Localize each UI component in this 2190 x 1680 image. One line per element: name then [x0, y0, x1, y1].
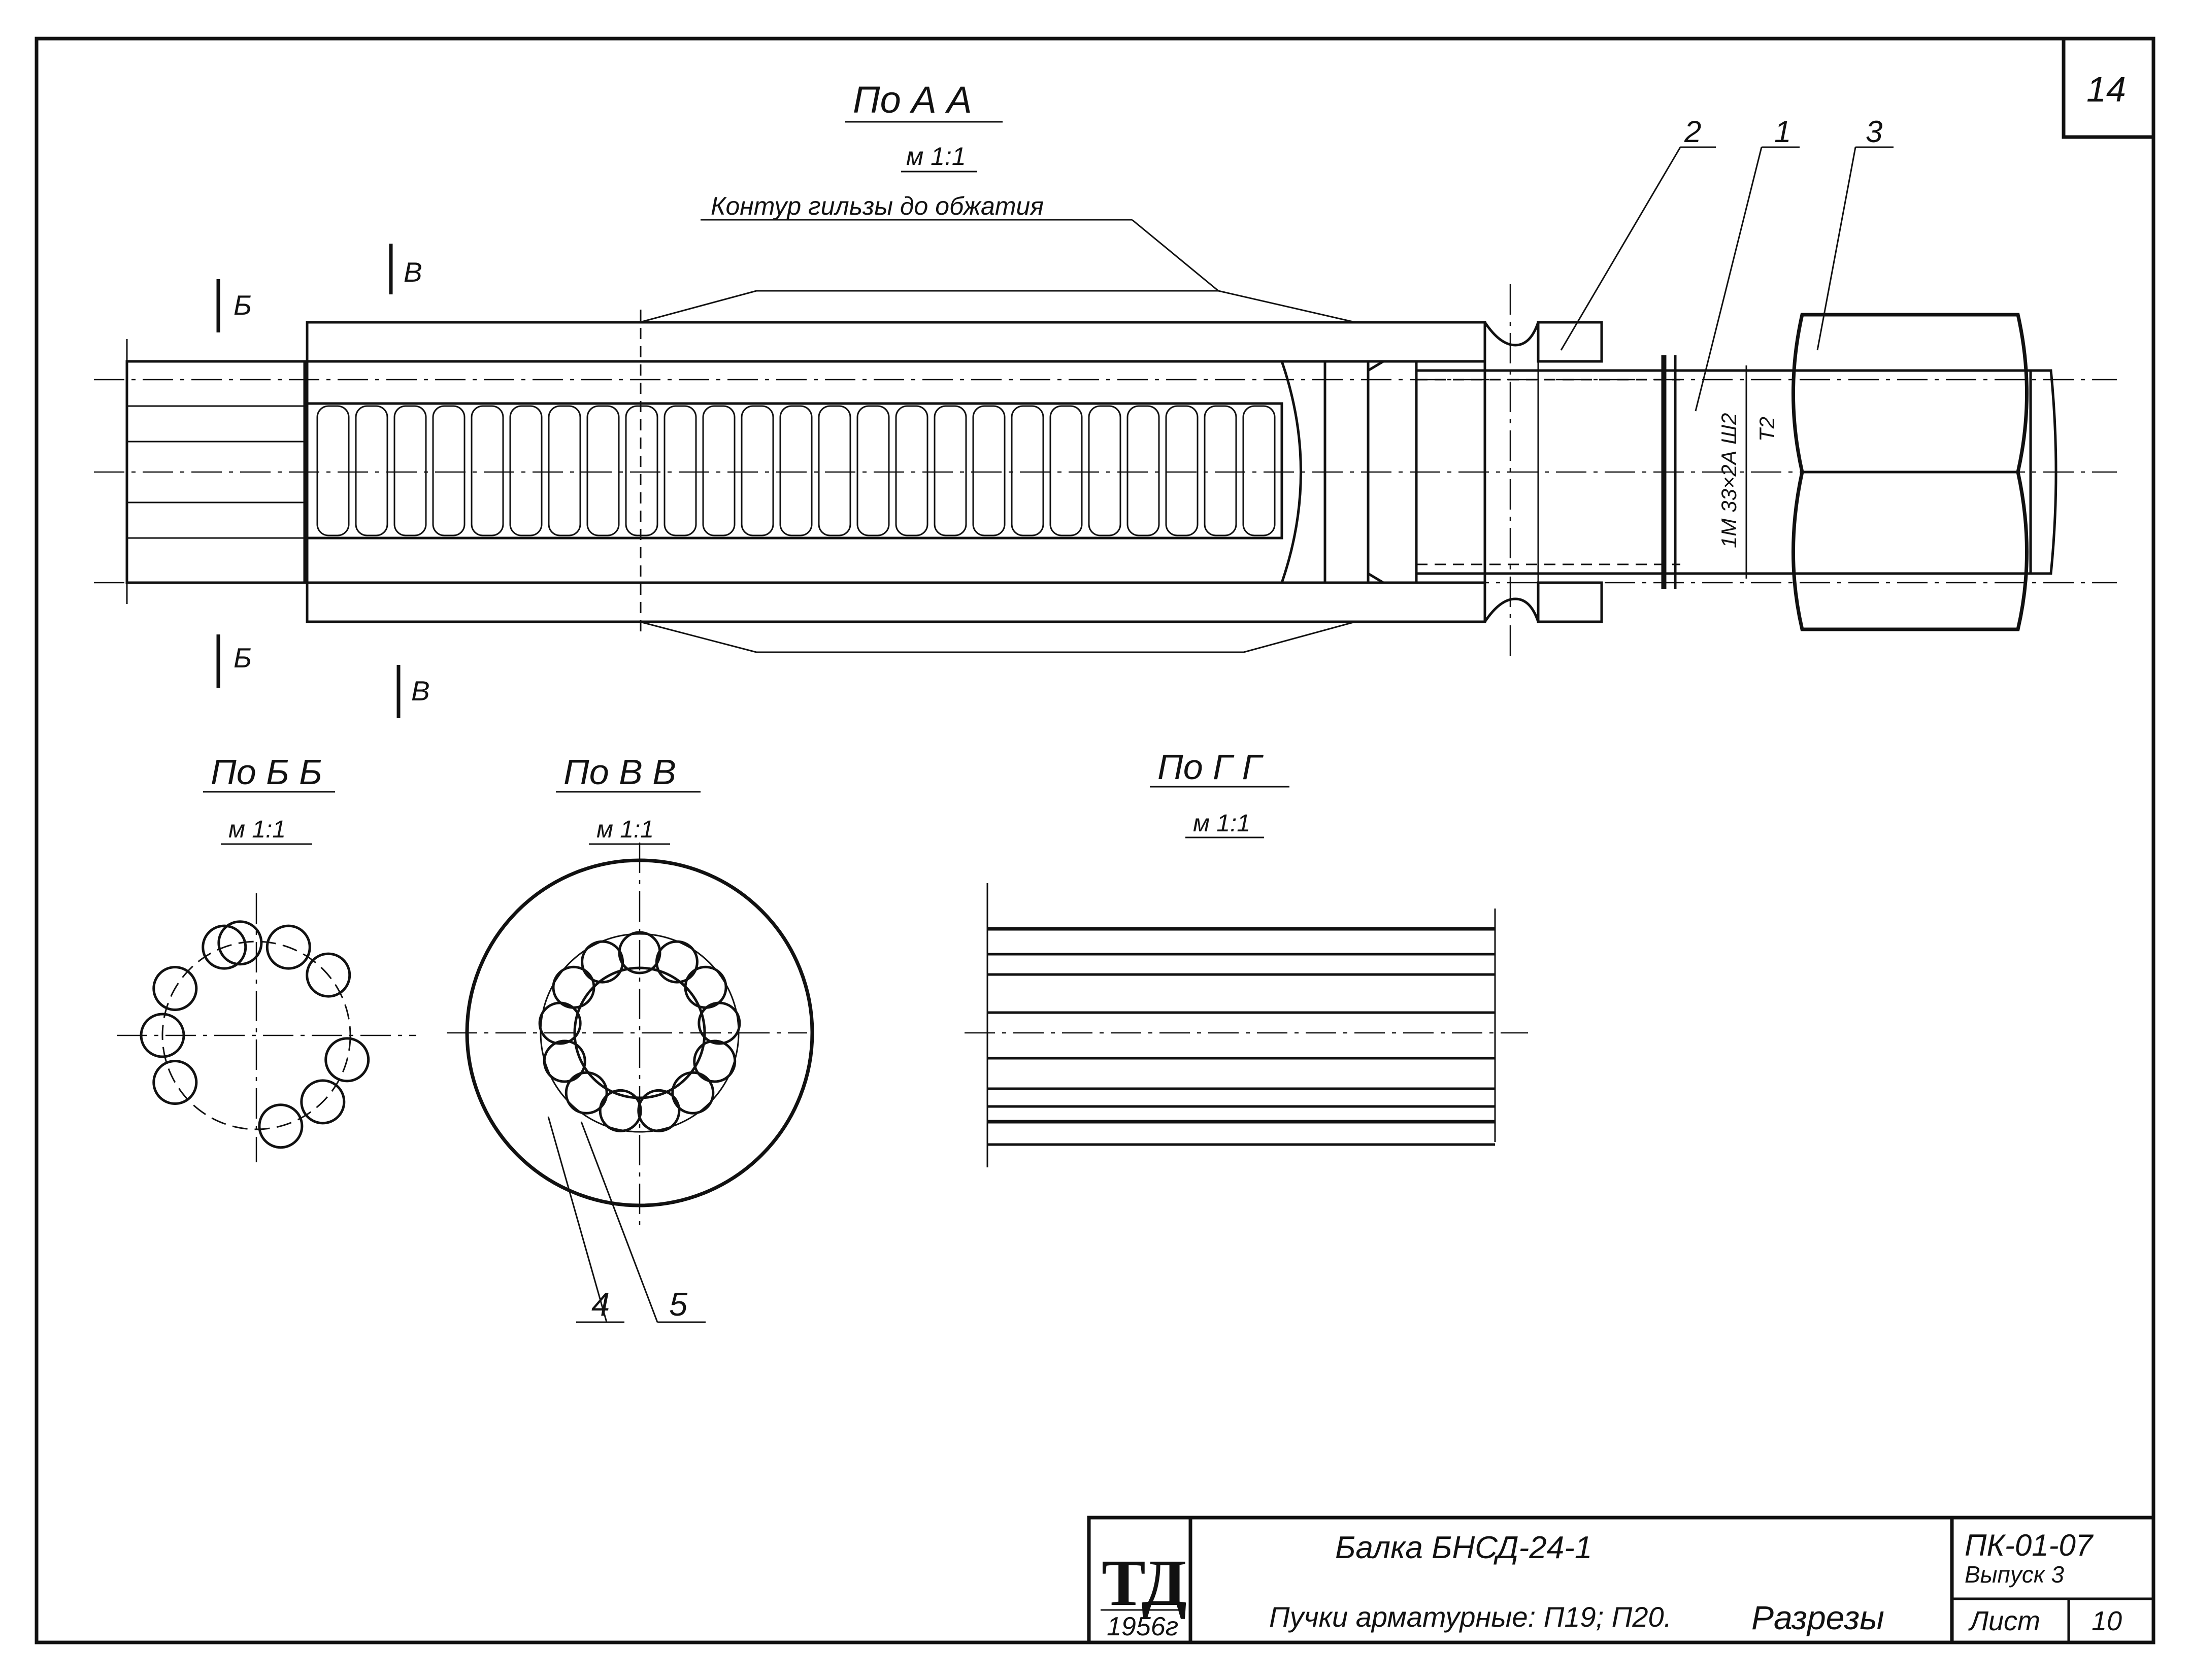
wire-rib	[1126, 405, 1160, 536]
wire-section	[152, 966, 198, 1011]
wire-section	[637, 1089, 681, 1132]
view-gg-title: По Г Г	[1157, 747, 1264, 787]
section-mark-b-top: Б	[234, 289, 252, 321]
drawing-code: ПК-01-07	[1965, 1528, 2094, 1562]
sheet-number: 10	[2092, 1606, 2122, 1636]
wire-section	[684, 965, 727, 1009]
wire-rib	[471, 405, 504, 536]
wire-rib	[1049, 405, 1083, 536]
view-vv-wires	[538, 931, 741, 1132]
callout-2: 2	[1684, 115, 1701, 149]
wire-rib	[1242, 405, 1276, 536]
sleeve-top-wall	[306, 321, 1486, 363]
callout-4: 4	[591, 1286, 610, 1323]
wire-rib	[972, 405, 1006, 536]
wire-section	[266, 924, 311, 970]
wire-ribs	[316, 405, 1276, 536]
view-vv: По В В м 1:1 4 5	[447, 752, 814, 1323]
wire-rib	[663, 405, 697, 536]
wire-rib	[702, 405, 736, 536]
wire-rib	[432, 405, 466, 536]
sleeve-bottom-wall	[306, 581, 1486, 623]
wire-section	[300, 1079, 346, 1125]
wire-rib	[934, 405, 967, 536]
washer	[1537, 321, 1603, 363]
callout-5: 5	[669, 1286, 688, 1323]
wire-section	[543, 1039, 586, 1083]
callout-3: 3	[1866, 115, 1882, 149]
wire-section	[324, 1037, 370, 1083]
section-mark-v-top: В	[404, 256, 422, 288]
title-block: ТД 1956г Балка БНСД-24-1 Пучки арматурны…	[1087, 1516, 2155, 1644]
sheet-type: Разрезы	[1751, 1599, 1884, 1636]
wire-rib	[316, 405, 350, 536]
spacer-wire-section	[552, 965, 595, 1009]
wire-section	[306, 952, 351, 998]
wire-section	[655, 940, 699, 984]
corner-number-box	[2062, 39, 2153, 139]
spacer-wire-section	[599, 1089, 642, 1132]
drawing-name: Балка БНСД-24-1	[1335, 1530, 1592, 1565]
thread-tolerance: Т2	[1755, 417, 1779, 442]
view-vv-scale: м 1:1	[596, 816, 654, 843]
wire-section	[693, 1039, 737, 1083]
view-gg-scale: м 1:1	[1193, 810, 1250, 837]
view-gg: По Г Г м 1:1	[965, 747, 1528, 1167]
thread-label: 1М 33×2А Ш2	[1717, 413, 1741, 548]
wire-rib	[741, 405, 774, 536]
view-bb-title: По Б Б	[211, 752, 322, 792]
view-vv-title: По В В	[563, 752, 676, 792]
sleeve-bore	[306, 402, 1283, 540]
wire-rib	[355, 405, 388, 536]
wire-rib	[1165, 405, 1199, 536]
nut	[1791, 313, 2029, 631]
wire-section	[671, 1071, 715, 1115]
issue: Выпуск 3	[1965, 1561, 2064, 1588]
wire-rib	[509, 405, 543, 536]
drawing-subtitle: Пучки арматурные: П19; П20.	[1269, 1601, 1672, 1633]
view-aa-scale: м 1:1	[906, 142, 966, 171]
section-mark-v-bottom: В	[411, 675, 430, 707]
wire-section	[258, 1103, 304, 1149]
wire-rib	[779, 405, 813, 536]
sheet-border	[35, 37, 2155, 1644]
view-aa-title: По А А	[853, 79, 972, 121]
section-mark-b-bottom: Б	[234, 642, 252, 674]
wire-rib	[625, 405, 658, 536]
view-bb-wires	[140, 920, 370, 1149]
wire-rib	[586, 405, 620, 536]
logo: ТД	[1102, 1547, 1187, 1620]
wire-rib	[856, 405, 890, 536]
wire-section	[152, 1060, 198, 1105]
wire-section	[565, 1071, 608, 1115]
wire-section	[217, 920, 263, 966]
wire-rib	[393, 405, 427, 536]
callout-1: 1	[1774, 115, 1791, 149]
wire-section	[581, 940, 624, 984]
threaded-rod	[1415, 369, 2032, 575]
wire-section	[202, 924, 247, 970]
wire-rib	[1204, 405, 1237, 536]
wire-rib	[818, 405, 851, 536]
wire-section	[140, 1013, 185, 1058]
year: 1956г	[1107, 1612, 1178, 1641]
sheet-corner-number: 14	[2086, 70, 2126, 109]
view-bb: По Б Б м 1:1	[117, 752, 416, 1162]
end-plug	[1280, 360, 1326, 584]
contour-note: Контур гильзы до обжатия	[711, 192, 1044, 220]
view-bb-scale: м 1:1	[228, 816, 286, 843]
sheet-label: Лист	[1968, 1606, 2040, 1636]
spacer-wire-section	[698, 1001, 741, 1045]
wire-rib	[1088, 405, 1121, 536]
wire-rib	[548, 405, 581, 536]
wire-rib	[895, 405, 928, 536]
view-aa: По А А м 1:1 Контур гильзы до обжатия	[94, 79, 2117, 718]
wire-rib	[1011, 405, 1044, 536]
